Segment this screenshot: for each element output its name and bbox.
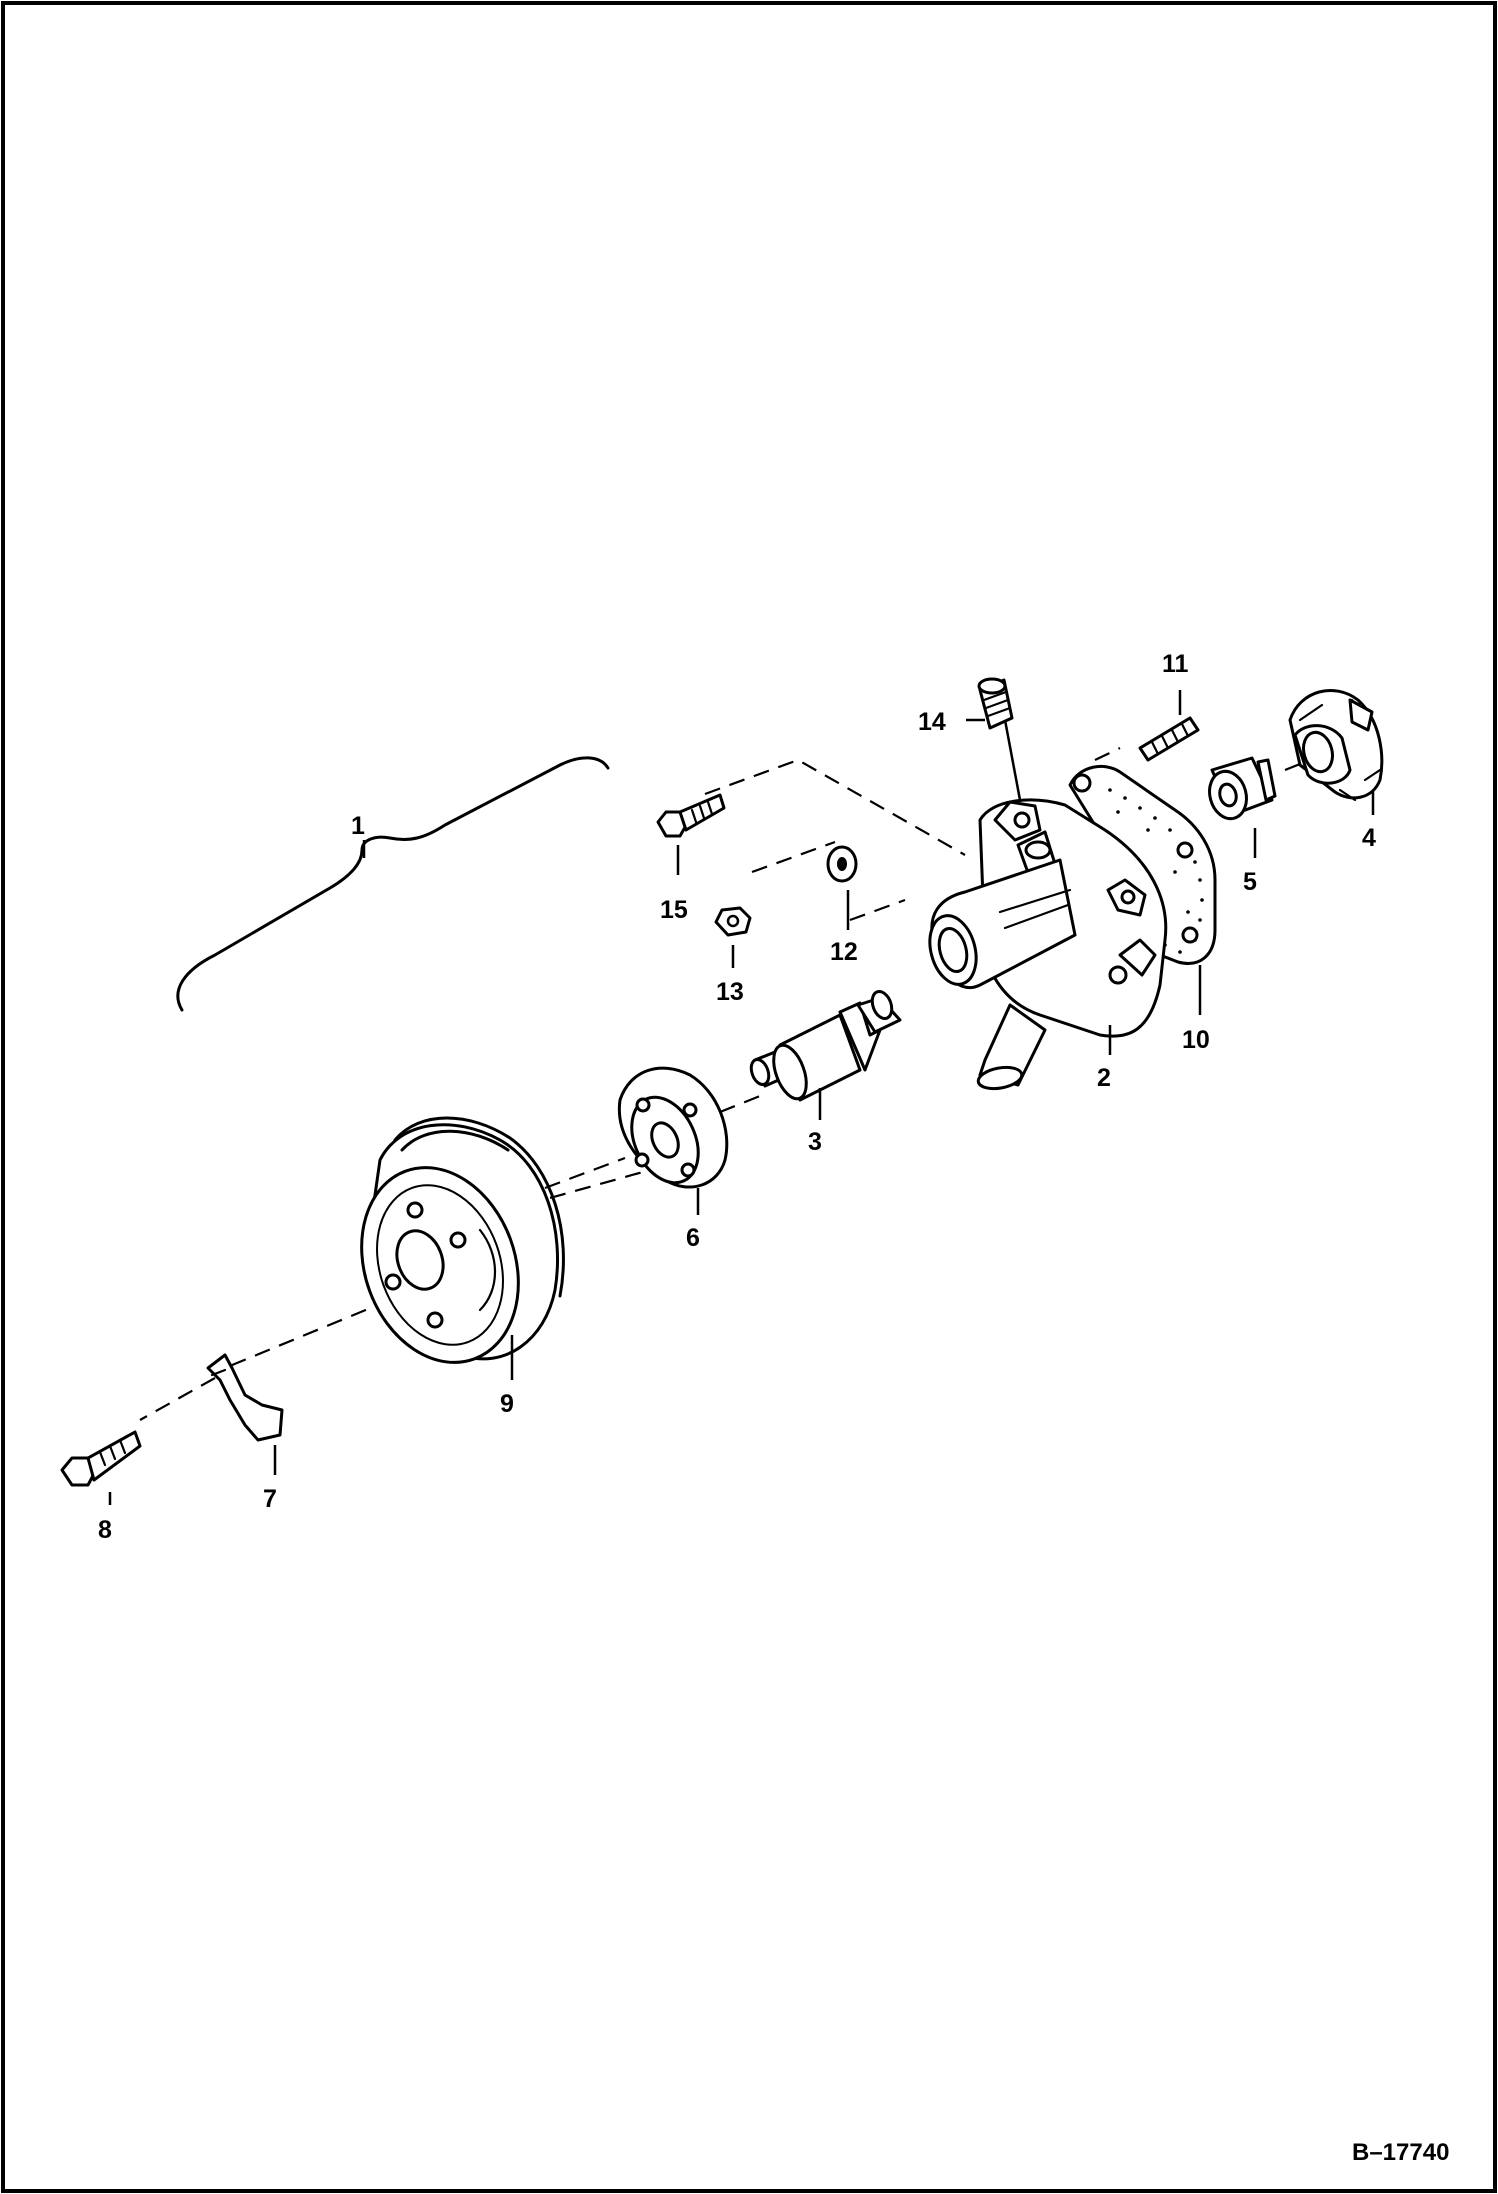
callout-1: 1 [351,812,365,840]
callout-3: 3 [808,1128,822,1156]
callout-8: 8 [98,1516,112,1544]
callout-12: 12 [830,938,858,966]
part-13-nut [714,906,752,937]
callout-7: 7 [263,1485,277,1513]
part-14-plug [977,677,1014,730]
callout-2: 2 [1097,1064,1111,1092]
part-12-washer [826,845,858,883]
callout-leader-lines [108,690,1375,1505]
callout-13: 13 [716,978,744,1006]
part-3-shaft-bearing [749,989,902,1102]
callout-5: 5 [1243,868,1257,896]
part-7-bracket [206,1353,284,1442]
callout-4: 4 [1362,824,1376,852]
callout-14: 14 [918,708,946,736]
figure-id: B–17740 [1352,2139,1449,2166]
part-11-stud [1138,716,1200,762]
part-4-impeller [1288,689,1384,802]
callout-9: 9 [500,1390,514,1418]
part-6-hub [617,1066,729,1189]
assembly-1-bracket [176,756,610,1012]
callout-15: 15 [660,896,688,924]
part-2-pump-body [928,798,1168,1091]
part-5-seal [1208,756,1277,821]
part-15-bolt [656,793,726,838]
part-9-pulley [360,1116,565,1364]
part-8-bolt [60,1430,142,1487]
callout-11: 11 [1162,650,1189,678]
callout-10: 10 [1182,1026,1210,1054]
callout-6: 6 [686,1224,700,1252]
